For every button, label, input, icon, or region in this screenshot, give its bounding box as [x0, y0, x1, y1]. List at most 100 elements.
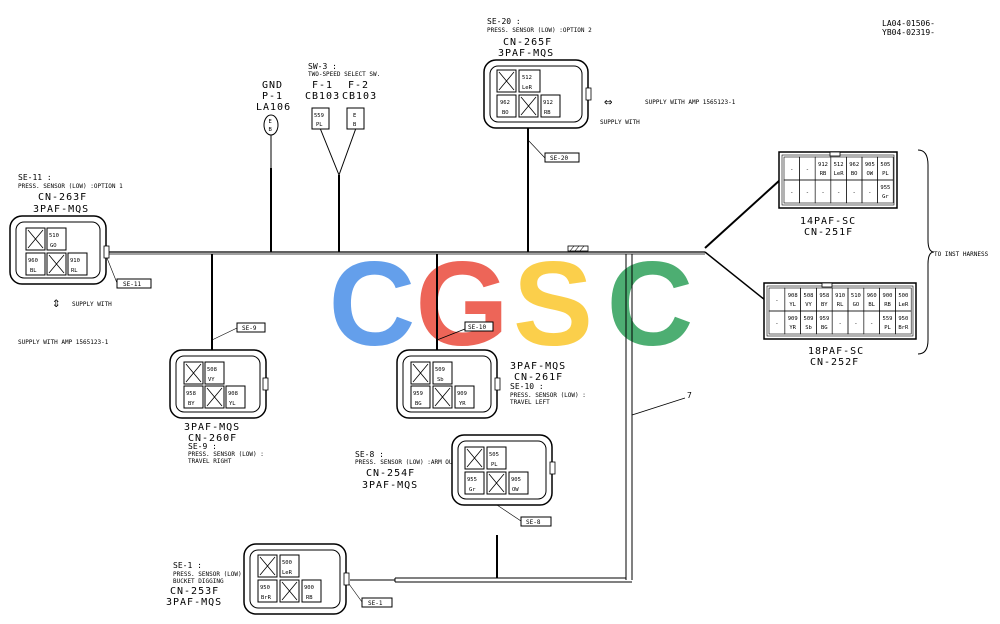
cn252-pin-text: RB — [884, 302, 891, 308]
ground-point: GND P-1 LA106 E B — [256, 80, 291, 136]
cn251-pin-text: PL — [882, 171, 889, 177]
gnd-code: LA106 — [256, 102, 291, 113]
sw3-f1: F-1 — [312, 80, 333, 91]
se1-pin1-num: 500 — [282, 560, 292, 566]
se11-pin2-color: BL — [30, 268, 37, 274]
cn252-pin-text: - — [838, 321, 841, 327]
watermark-letter-s: S — [513, 237, 593, 371]
cn251-pin-text: BO — [851, 171, 858, 177]
sw3-f2-code: CB103 — [342, 91, 377, 102]
cn252-pin-text: YR — [789, 325, 796, 331]
cn252-pin-text: LeR — [898, 302, 909, 308]
se8-pin2-color: Gr — [469, 487, 476, 493]
se11-pin2-num: 960 — [28, 258, 38, 264]
cn252-pin-text: - — [854, 321, 857, 327]
sw3-f2: F-2 — [348, 80, 369, 91]
cn251-pin-text: - — [790, 167, 793, 173]
cn252-pin-text: RL — [837, 302, 844, 308]
cn252-pin-text: 960 — [867, 293, 877, 299]
cn252-pin-text: - — [775, 298, 778, 304]
se8-title: SE-8 : — [355, 450, 384, 459]
cn252-pin-text: 500 — [898, 293, 908, 299]
se20-pin2-color: BO — [502, 110, 509, 116]
se20-pin3-num: 912 — [543, 100, 553, 106]
cn252-pin-text: 509 — [804, 316, 814, 322]
cn252-pin-text: BG — [821, 325, 828, 331]
cn252-pin-grid: -908YL508VY958BY910RL510GO960BL900RB500L… — [768, 287, 912, 335]
se1-title: SE-1 : — [173, 561, 202, 570]
se8-pin1-color: PL — [491, 462, 498, 468]
cn251-pin-text: 912 — [818, 162, 828, 168]
cn251-pin-text: OW — [866, 171, 873, 177]
doc-ref-line1: LA04-01506- — [882, 19, 935, 28]
se10-pin2-color: BG — [415, 401, 422, 407]
se1-tag: SE-1 — [368, 600, 383, 607]
cn252-pin-cell — [895, 310, 912, 335]
cn251-pin-text: - — [853, 190, 856, 196]
cn252-pin-text: 959 — [819, 316, 829, 322]
se11-tag: SE-11 — [123, 281, 141, 288]
se10-tag: SE-10 — [468, 324, 486, 331]
se9-pin3-num: 908 — [228, 391, 238, 397]
cn251-pin-text: Gr — [882, 194, 889, 200]
se11-pin1-color: GO — [50, 243, 57, 249]
amp-top-text: SUPPLY WITH AMP 1565123-1 — [645, 99, 736, 106]
cn252-pin-text: 559 — [883, 316, 893, 322]
cn252-pin-text: YL — [789, 302, 796, 308]
connector-cn251: --912RB512LeR962BO905OW505PL------955Gr … — [778, 151, 898, 238]
sw3-pin2-e: E — [353, 113, 356, 119]
se1-pin3-color: RB — [306, 595, 313, 601]
se8-pin1-num: 505 — [489, 452, 499, 458]
se9-pin1-color: VY — [208, 377, 215, 383]
se9-pin1-num: 508 — [207, 367, 217, 373]
se20-pin2-num: 962 — [500, 100, 510, 106]
connector-se9: SE-9 508 VY 958 BY 908 YL 3PAF-MQS CN-26… — [169, 322, 269, 465]
cn252-pin-text: 900 — [883, 293, 893, 299]
sw3-pin1-color: PL — [316, 122, 323, 128]
se20-cn: CN-265F — [503, 37, 552, 48]
se10-pin3-color: YR — [459, 401, 466, 407]
cn252-pin-text: 908 — [788, 293, 798, 299]
se10-pin3-num: 909 — [457, 391, 467, 397]
cn252-pin-text: BY — [821, 302, 828, 308]
se20-title: SE-20 : — [487, 17, 521, 26]
cn251-pin-text: - — [821, 190, 824, 196]
cn252-pin-text: PL — [884, 325, 891, 331]
cn252-pin-text: 958 — [819, 293, 829, 299]
se9-pin2-color: BY — [188, 401, 195, 407]
se1-desc2: BUCKET DIGGING — [173, 578, 224, 585]
se8-tag: SE-8 — [526, 519, 541, 526]
cn252-pin-text: 508 — [804, 293, 814, 299]
cn251-pin-text: - — [790, 190, 793, 196]
sw3-desc: TWO-SPEED SELECT SW. — [308, 71, 380, 78]
se8-type: 3PAF-MQS — [362, 480, 418, 491]
se9-tag: SE-9 — [242, 325, 257, 332]
connector-se10: SE-10 509 Sb 959 BG 909 YR 3PAF-MQS CN-2… — [396, 321, 586, 419]
sw3-pin1-num: 559 — [314, 113, 324, 119]
cn252-pin-text: BrR — [898, 325, 909, 331]
cn251-pin-text: 955 — [880, 185, 890, 191]
se10-pin2-num: 959 — [413, 391, 423, 397]
se1-type: 3PAF-MQS — [166, 597, 222, 608]
sw3-f1-code: CB103 — [305, 91, 340, 102]
branch-label-7: 7 — [687, 391, 692, 400]
se1-pin1-color: LeR — [282, 570, 293, 576]
se1-cn: CN-253F — [170, 586, 219, 597]
se8-pin3-num: 905 — [511, 477, 521, 483]
cn252-pin-text: 910 — [835, 293, 845, 299]
se20-pin1-num: 512 — [522, 75, 532, 81]
amp-left-arrow: ⇕ — [52, 295, 60, 311]
doc-ref-line2: YB04-02319- — [882, 28, 935, 37]
se1-pin2-color: BrR — [261, 595, 272, 601]
cn251-pin-text: LeR — [834, 171, 845, 177]
se20-type: 3PAF-MQS — [498, 48, 554, 59]
connector-se20: SE-20 : PRESS. SENSOR (LOW) :OPTION 2 CN… — [483, 17, 592, 163]
cn252-pin-text: - — [870, 321, 873, 327]
se10-cn: CN-261F — [514, 372, 563, 383]
se8-pin2-num: 955 — [467, 477, 477, 483]
se9-pin3-color: YL — [229, 401, 236, 407]
sw3-title: SW-3 : — [308, 62, 337, 71]
se10-type: 3PAF-MQS — [510, 361, 566, 372]
cn252-pin-text: GO — [853, 302, 860, 308]
cn252-cn: CN-252F — [810, 357, 859, 368]
